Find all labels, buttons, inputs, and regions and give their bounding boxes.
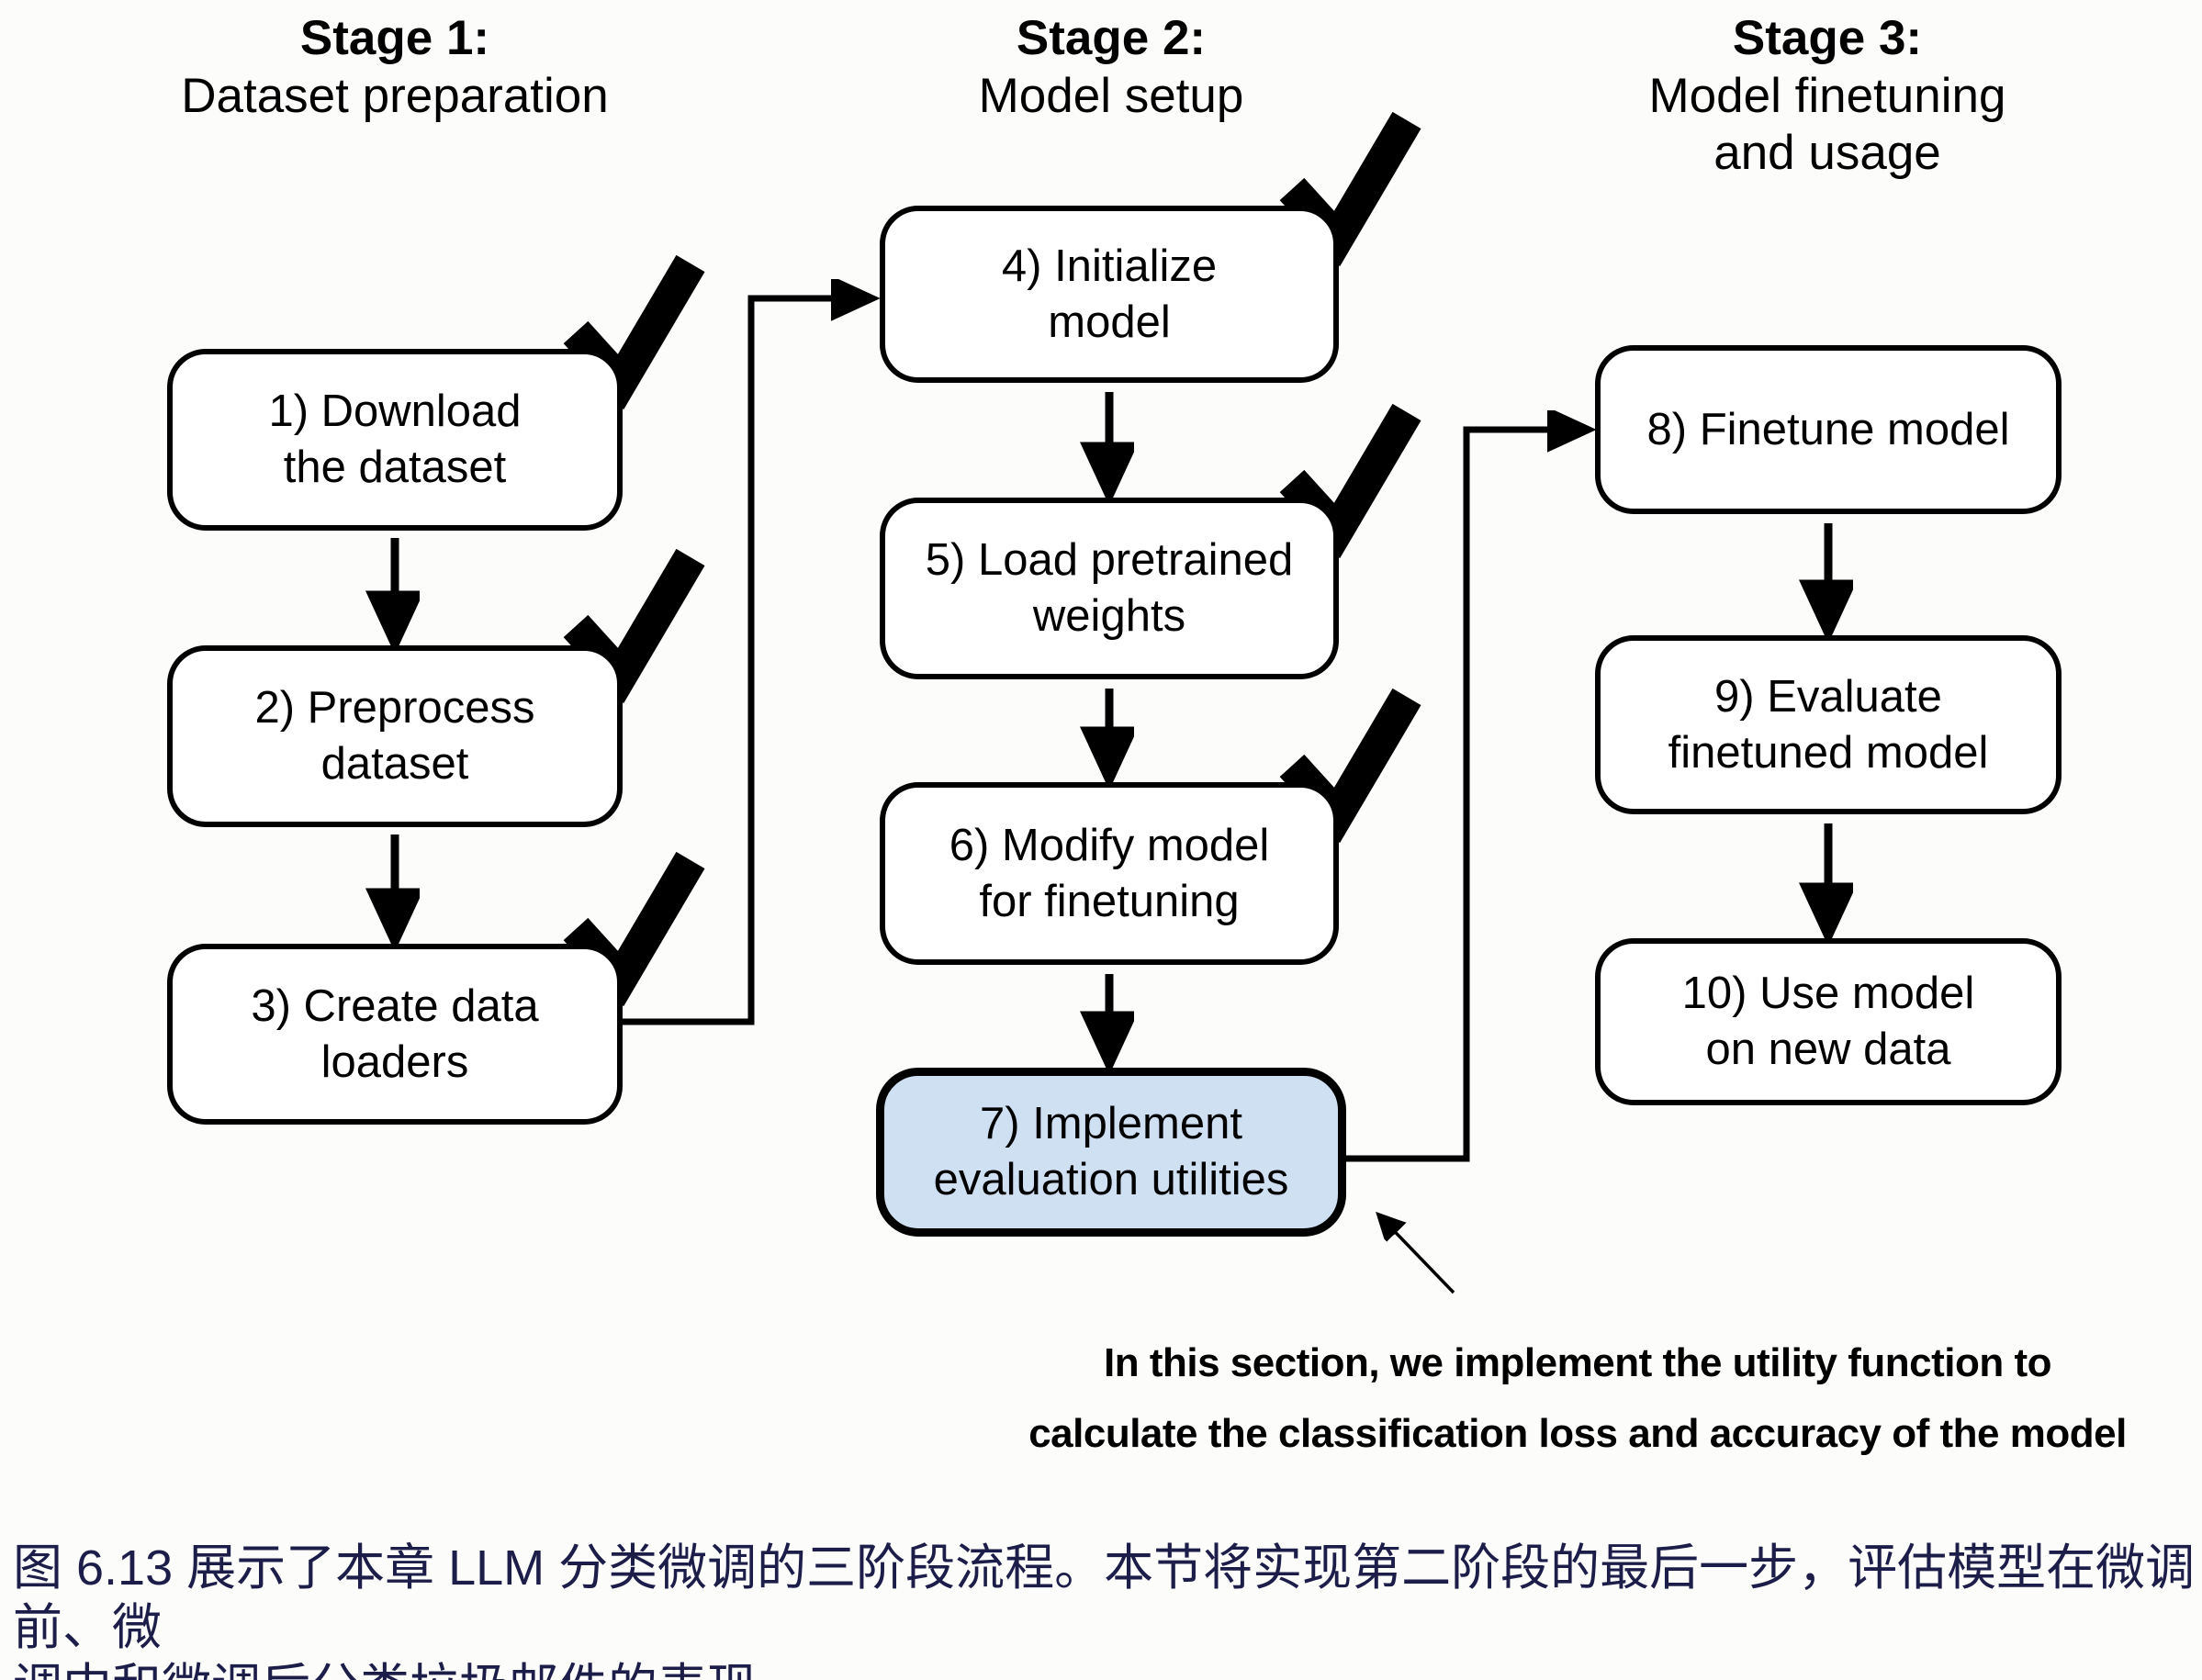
stage-1-heading: Stage 1: [299, 11, 490, 65]
flow-node-evaluate-finetuned-model: 9) Evaluate finetuned model [1595, 635, 2062, 814]
flow-node-use-model-new-data: 10) Use model on new data [1595, 938, 2062, 1105]
flow-node-download-dataset: 1) Download the dataset [167, 349, 623, 531]
section-annotation: In this section, we implement the utilit… [1028, 1340, 2127, 1456]
flow-node-preprocess-dataset: 2) Preprocess dataset [167, 645, 623, 827]
flow-node-initialize-model: 4) Initialize model [880, 206, 1339, 383]
stage-2-heading: Stage 2: [1016, 11, 1207, 65]
flow-node-create-data-loaders: 3) Create data loaders [167, 944, 623, 1125]
figure-caption: 图 6.13 展示了本章 LLM 分类微调的三阶段流程。本节将实现第二阶段的最后… [13, 1540, 2196, 1680]
flow-node-modify-model: 6) Modify model for finetuning [880, 782, 1339, 965]
elbow-connector-step7-to-step8 [1346, 430, 1583, 1162]
flow-node-finetune-model: 8) Finetune model [1595, 345, 2062, 514]
flow-node-implement-evaluation-utilities: 7) Implement evaluation utilities [876, 1068, 1346, 1237]
stage-2-title: Stage 2: Model setup [817, 9, 1405, 125]
stage-1-subtitle: Dataset preparation [181, 69, 609, 123]
flow-node-load-pretrained-weights: 5) Load pretrained weights [880, 498, 1339, 679]
elbow-connector-step3-to-step4 [623, 298, 867, 1025]
annotation-arrow-icon [1379, 1215, 1455, 1294]
stage-2-subtitle: Model setup [978, 69, 1244, 123]
stage-1-title: Stage 1: Dataset preparation [101, 9, 689, 125]
stage-3-heading: Stage 3: [1732, 11, 1923, 65]
stage-3-subtitle: Model finetuning and usage [1648, 69, 2006, 180]
stage-3-title: Stage 3: Model finetuning and usage [1534, 9, 2121, 182]
